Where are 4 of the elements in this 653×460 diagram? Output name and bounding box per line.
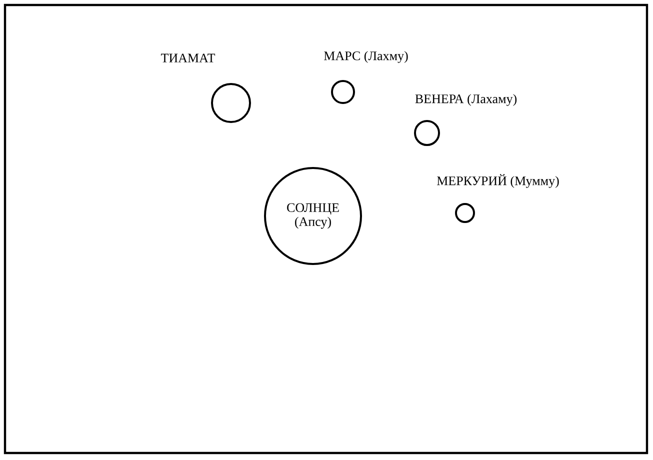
planet-label: МАРС (Лахму)	[324, 51, 408, 63]
planet-label: МЕРКУРИЙ (Мумму)	[437, 174, 559, 188]
planet-label: ТИАМАТ	[161, 54, 216, 62]
planet-label: ВЕНЕРА (Лахаму)	[415, 94, 517, 106]
